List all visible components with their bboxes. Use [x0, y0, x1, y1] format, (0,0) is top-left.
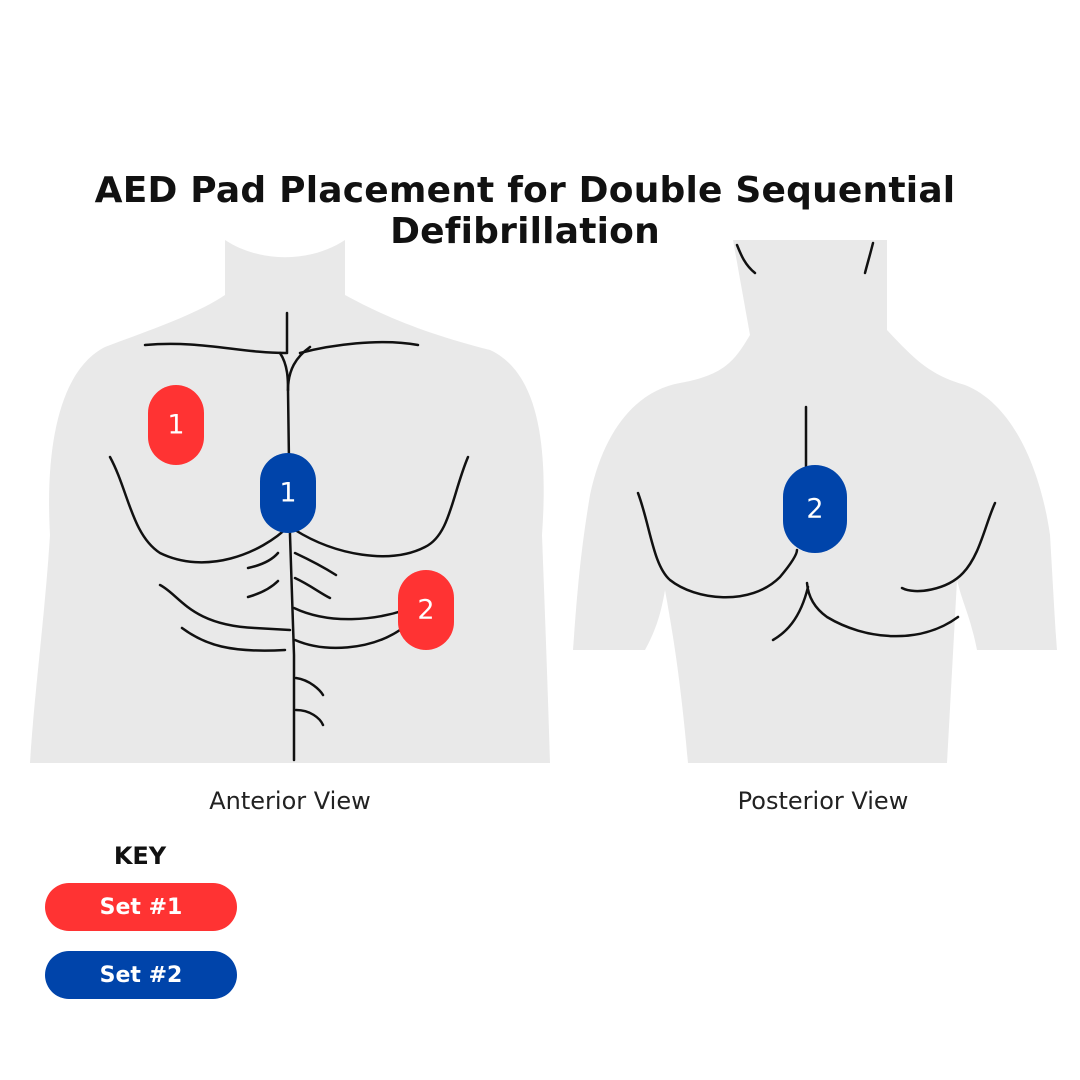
- pad-posterior-set2: 2: [783, 465, 847, 553]
- key-set1-swatch: Set #1: [45, 883, 237, 931]
- pad-anterior-set1-upper: 1: [148, 385, 204, 465]
- pad-anterior-set1-upper-label: 1: [167, 410, 184, 441]
- pad-anterior-set2-label: 1: [279, 478, 296, 509]
- posterior-torso-figure: 2: [565, 235, 1065, 765]
- posterior-anatomy-lines: [636, 241, 997, 642]
- key-title: KEY: [113, 842, 167, 870]
- anterior-view-label: Anterior View: [209, 787, 371, 815]
- pad-anterior-set2: 1: [260, 453, 316, 533]
- page-title: AED Pad Placement for Double Sequential …: [94, 170, 956, 252]
- key-set2-label: Set #2: [99, 962, 183, 988]
- anterior-torso-svg: 1 1 2: [30, 240, 550, 763]
- key-set1-label: Set #1: [99, 894, 183, 920]
- key-set2-swatch: Set #2: [45, 951, 237, 999]
- pad-anterior-set1-lower-label: 2: [417, 595, 434, 626]
- anterior-torso-figure: 1 1 2: [20, 235, 565, 765]
- pad-anterior-set1-lower: 2: [398, 570, 454, 650]
- posterior-view-label: Posterior View: [737, 787, 909, 815]
- posterior-torso-svg: 2: [573, 240, 1057, 763]
- pad-posterior-set2-label: 2: [806, 494, 823, 525]
